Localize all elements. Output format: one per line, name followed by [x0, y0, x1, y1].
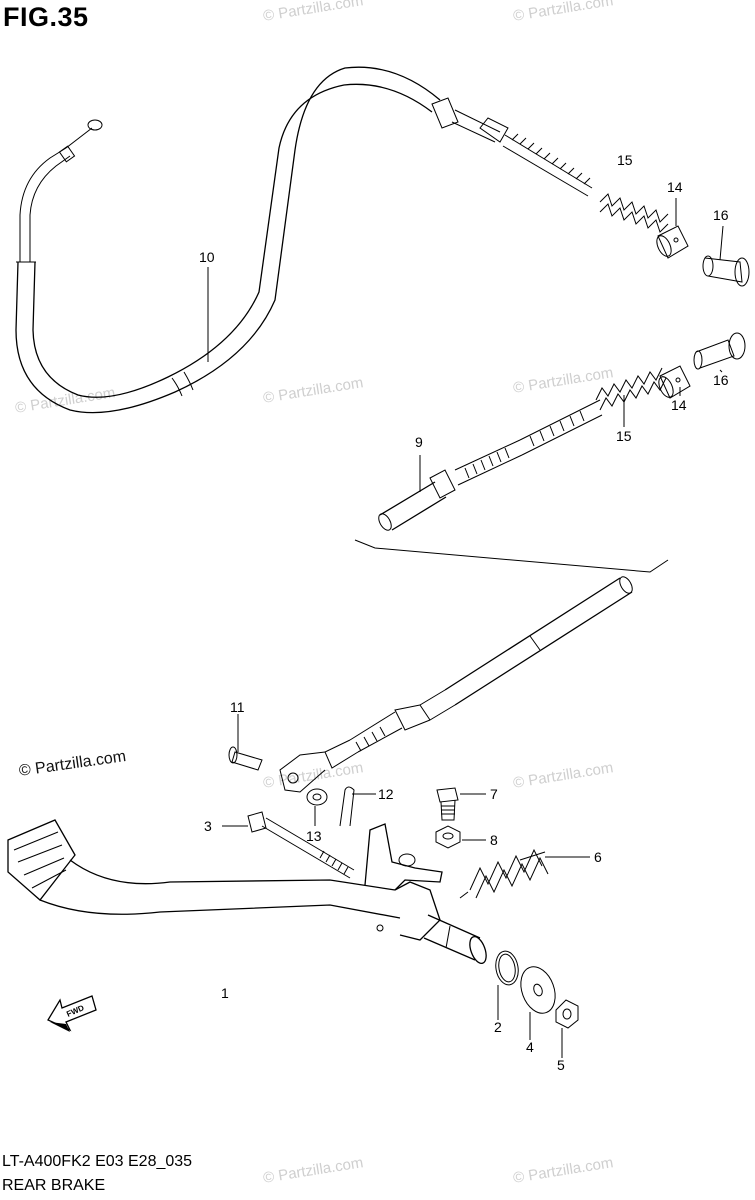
circlip-2 [495, 950, 519, 986]
callout-6: 6 [594, 849, 602, 865]
brake-cable-upper [15, 66, 593, 414]
bushing-14-lower [658, 365, 691, 399]
callout-3: 3 [204, 818, 212, 834]
callout-2: 2 [494, 1019, 502, 1035]
bolt-7 [436, 787, 459, 821]
callout-8: 8 [490, 832, 498, 848]
spring-15-upper [599, 193, 669, 233]
model-code: LT-A400FK2 E03 E28_035 [2, 1153, 193, 1170]
forward-direction-arrow-icon: FWD [47, 995, 97, 1032]
callout-16-upper: 16 [713, 207, 729, 223]
bushing-14-upper [656, 225, 689, 259]
callout-16-lower: 16 [713, 372, 729, 388]
figure-title: FIG.35 [3, 2, 89, 32]
pin-16-lower [693, 332, 746, 370]
callout-4: 4 [526, 1039, 534, 1055]
callout-1: 1 [221, 985, 229, 1001]
pin-16-upper [702, 255, 750, 287]
callout-10: 10 [199, 249, 215, 265]
callout-5: 5 [557, 1057, 565, 1073]
washer-13 [306, 788, 328, 806]
brake-cable-lower [279, 399, 669, 793]
callout-11: 11 [230, 699, 245, 715]
bolt-3 [247, 811, 355, 879]
leader-lines [207, 198, 724, 1058]
callout-13: 13 [306, 828, 322, 844]
return-spring-6 [459, 848, 549, 899]
callout-15-upper: 15 [617, 152, 633, 168]
callout-14-upper: 14 [667, 179, 683, 195]
callout-labels: 1 2 3 4 5 6 7 8 9 10 11 12 13 14 14 15 1… [199, 152, 729, 1073]
spring-15-lower [595, 367, 667, 411]
brake-pedal-1 [7, 819, 487, 965]
callout-12: 12 [378, 786, 394, 802]
nut-5 [555, 999, 579, 1029]
callout-14-lower: 14 [671, 397, 687, 413]
clevis-pin-11 [228, 746, 263, 771]
section-name: REAR BRAKE [2, 1177, 106, 1194]
callout-7: 7 [490, 786, 498, 802]
callout-15-lower: 15 [616, 428, 632, 444]
nut-8 [435, 825, 461, 849]
washer-4 [520, 966, 556, 1014]
cotter-pin-12 [339, 786, 355, 827]
callout-9: 9 [415, 434, 423, 450]
